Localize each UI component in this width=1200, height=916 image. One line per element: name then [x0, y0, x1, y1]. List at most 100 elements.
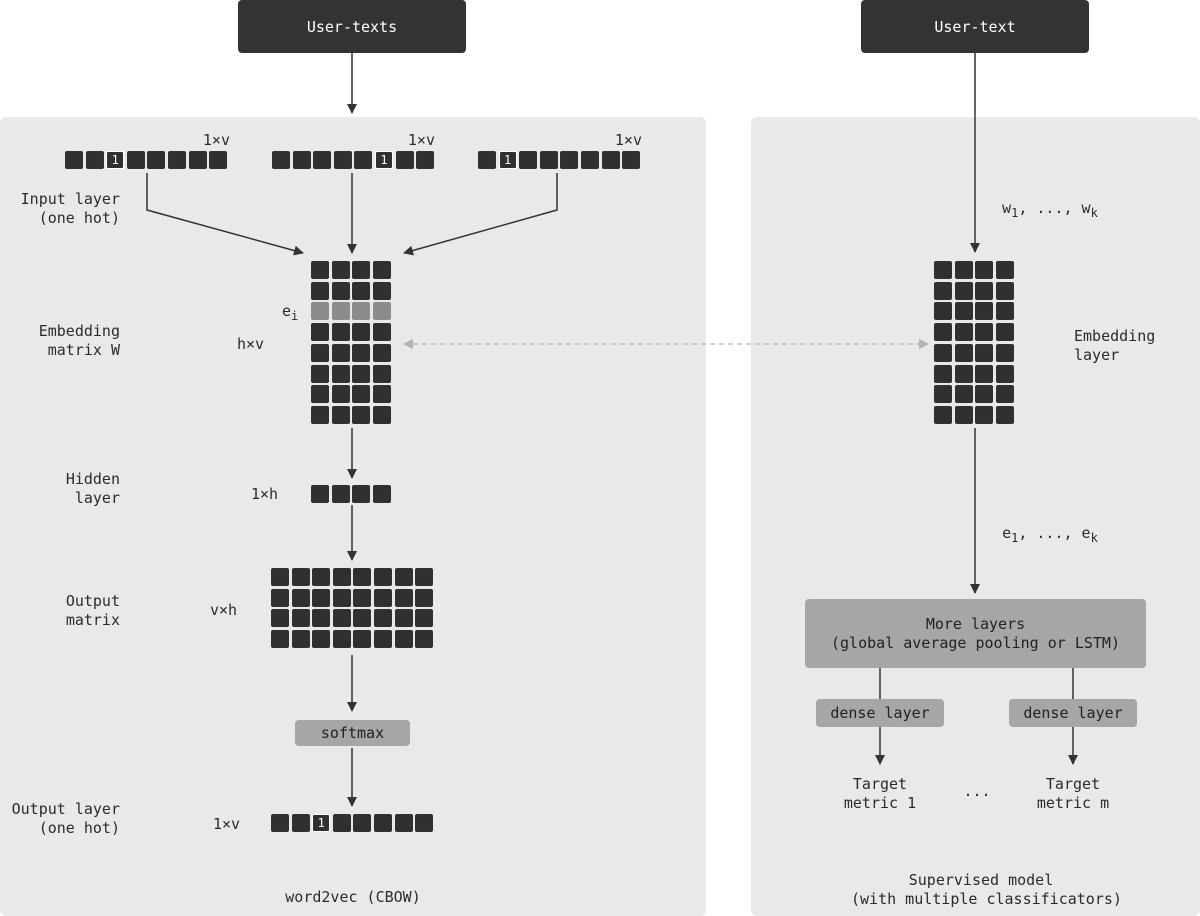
matrix-cell — [271, 568, 289, 586]
more-layers-box: More layers (global average pooling or L… — [805, 599, 1146, 668]
matrix-cell — [353, 588, 372, 607]
vector-cell — [126, 151, 145, 169]
vector-cell — [539, 151, 558, 169]
vector-cell — [478, 151, 496, 169]
e-sequence-label: e1, ..., ek — [1002, 524, 1098, 545]
matrix-cell — [995, 302, 1014, 321]
matrix-cell — [415, 630, 434, 649]
w-sequence-label: w1, ..., wk — [1002, 199, 1098, 220]
matrix-cell — [352, 261, 371, 279]
matrix-cell — [954, 281, 973, 300]
matrix-cell — [975, 343, 994, 362]
vector-cell — [332, 814, 351, 832]
matrix-cell — [995, 405, 1014, 424]
matrix-cell — [954, 364, 973, 383]
vector-cell — [519, 151, 538, 169]
input-layer-label: Input layer (one hot) — [20, 190, 120, 227]
matrix-cell — [372, 261, 391, 279]
matrix-cell — [331, 323, 350, 342]
arrow-input1-embed — [146, 173, 304, 256]
matrix-cell — [291, 609, 310, 628]
vector-cell — [353, 814, 372, 832]
vector-cell — [416, 151, 435, 169]
vector-cell — [333, 151, 352, 169]
matrix-cell — [331, 364, 350, 383]
matrix-cell — [271, 609, 289, 628]
matrix-cell — [311, 261, 329, 279]
matrix-cell — [353, 568, 372, 586]
dense-layer-right: dense layer — [1009, 699, 1137, 727]
matrix-cell — [372, 323, 391, 342]
vector-cell — [291, 814, 310, 832]
matrix-cell — [332, 630, 351, 649]
matrix-cell — [311, 343, 329, 362]
output-layer-dims: 1×v — [213, 815, 241, 833]
matrix-cell — [352, 385, 371, 404]
matrix-cell — [352, 405, 371, 424]
matrix-cell — [311, 364, 329, 383]
matrix-cell — [332, 588, 351, 607]
embedding-layer-label: Embedding layer — [1074, 327, 1156, 364]
matrix-cell — [372, 405, 391, 424]
matrix-cell — [934, 405, 952, 424]
matrix-cell — [415, 609, 434, 628]
matrix-cell — [995, 323, 1014, 342]
vector-cell — [395, 151, 414, 169]
matrix-cell — [995, 261, 1014, 279]
embedding-matrix-dims: h×v — [237, 335, 265, 353]
matrix-cell — [331, 385, 350, 404]
vector-cell — [311, 485, 329, 503]
matrix-cell — [331, 281, 350, 300]
vector-cell — [352, 485, 371, 503]
matrix-cell — [291, 588, 310, 607]
hidden-layer-label: Hidden layer — [65, 470, 120, 507]
vector-cell — [331, 485, 350, 503]
highlight-cell — [311, 302, 329, 321]
vector-cell — [560, 151, 579, 169]
one-hot-cell: 1 — [106, 151, 125, 169]
matrix-cell — [415, 568, 434, 586]
matrix-cell — [954, 405, 973, 424]
vector-cell — [65, 151, 83, 169]
matrix-cell — [394, 568, 413, 586]
matrix-cell — [374, 630, 392, 649]
matrix-cell — [995, 364, 1014, 383]
matrix-cell — [954, 302, 973, 321]
matrix-cell — [352, 281, 371, 300]
matrix-cell — [394, 588, 413, 607]
matrix-cell — [372, 343, 391, 362]
input-dim-3: 1×v — [614, 131, 642, 149]
matrix-cell — [954, 343, 973, 362]
matrix-cell — [372, 281, 391, 300]
matrix-cell — [311, 405, 329, 424]
matrix-cell — [975, 385, 994, 404]
matrix-cell — [975, 281, 994, 300]
matrix-cell — [975, 323, 994, 342]
vector-cell — [85, 151, 104, 169]
matrix-cell — [975, 405, 994, 424]
matrix-cell — [271, 630, 289, 649]
matrix-cell — [954, 261, 973, 279]
softmax-box: softmax — [295, 720, 410, 746]
matrix-cell — [312, 630, 331, 649]
matrix-cell — [975, 364, 994, 383]
vector-cell — [272, 151, 290, 169]
vector-cell — [271, 814, 289, 832]
word2vec-caption: word2vec (CBOW) — [285, 888, 421, 906]
matrix-cell — [352, 323, 371, 342]
vector-cell — [147, 151, 166, 169]
matrix-cell — [353, 609, 372, 628]
hidden-layer-dims: 1×h — [251, 485, 279, 503]
matrix-cell — [934, 385, 952, 404]
vector-cell — [313, 151, 332, 169]
vector-cell — [622, 151, 641, 169]
user-texts-box: User-texts — [238, 0, 466, 53]
matrix-cell — [954, 385, 973, 404]
matrix-cell — [291, 630, 310, 649]
embedding-matrix-label: Embedding matrix W — [38, 322, 120, 359]
one-hot-digit: 1 — [503, 153, 512, 167]
matrix-cell — [995, 385, 1014, 404]
matrix-cell — [934, 364, 952, 383]
matrix-cell — [291, 568, 310, 586]
